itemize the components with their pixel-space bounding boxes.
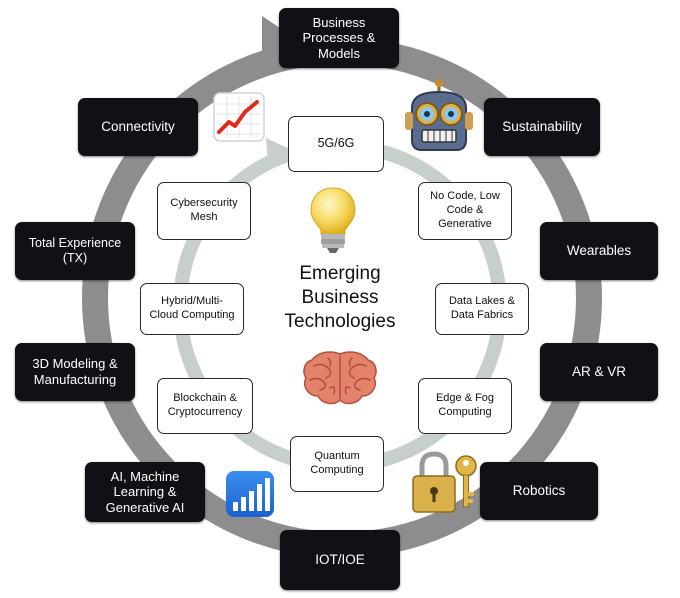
outer-box-3d-modeling: 3D Modeling & Manufacturing bbox=[15, 343, 135, 401]
center-title: Emerging Business Technologies bbox=[284, 263, 396, 332]
outer-box-wearables: Wearables bbox=[540, 222, 658, 280]
inner-box-no-code: No Code, Low Code & Generative bbox=[418, 182, 512, 240]
rising-chart-icon bbox=[213, 92, 265, 142]
inner-box-cybersecurity: Cybersecurity Mesh bbox=[157, 182, 251, 240]
outer-box-ai-ml: AI, Machine Learning & Generative AI bbox=[85, 462, 205, 522]
inner-box-quantum: Quantum Computing bbox=[290, 436, 384, 492]
inner-box-data-lakes: Data Lakes & Data Fabrics bbox=[435, 283, 529, 335]
outer-box-iot-ioe: IOT/IOE bbox=[280, 530, 400, 590]
outer-box-sustainability: Sustainability bbox=[484, 98, 600, 156]
inner-box-blockchain: Blockchain & Cryptocurrency bbox=[157, 378, 253, 434]
outer-box-ar-vr: AR & VR bbox=[540, 343, 658, 401]
inner-box-edge-fog: Edge & Fog Computing bbox=[418, 378, 512, 434]
inner-ring-arrowhead bbox=[266, 138, 292, 164]
outer-box-robotics: Robotics bbox=[480, 462, 598, 520]
outer-box-connectivity: Connectivity bbox=[78, 98, 198, 156]
brain-icon bbox=[303, 351, 377, 405]
inner-box-hybrid-cloud: Hybrid/Multi- Cloud Computing bbox=[140, 283, 244, 335]
padlock-key-icon bbox=[412, 451, 477, 513]
outer-box-total-experience: Total Experience (TX) bbox=[15, 222, 135, 280]
inner-box-5g-6g: 5G/6G bbox=[288, 116, 384, 172]
outer-box-business-processes: Business Processes & Models bbox=[279, 8, 399, 68]
robot-icon bbox=[405, 79, 473, 151]
bar-chart-icon bbox=[226, 471, 274, 517]
lightbulb-icon bbox=[310, 187, 356, 253]
